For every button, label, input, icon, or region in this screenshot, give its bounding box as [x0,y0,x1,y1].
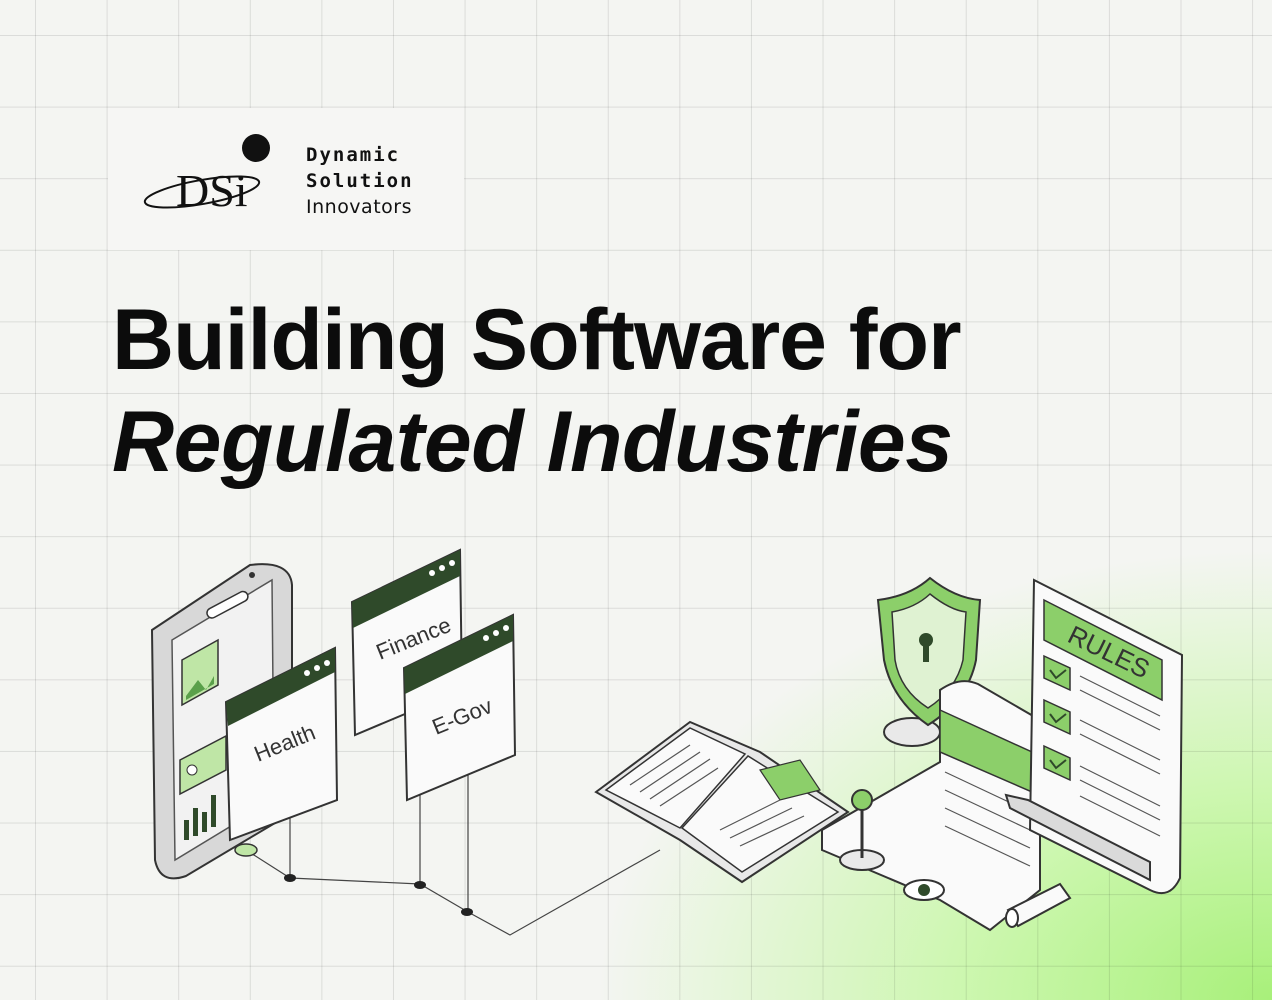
connector-node [234,843,258,857]
headline-line-2: Regulated Industries [112,394,953,490]
brand-name: Dynamic Solution Innovators [306,142,414,220]
brand-line-2: Solution [306,170,414,192]
rules-document-icon: RULES [1004,578,1184,894]
regulated-industries-illustration: Health Finance E-Gov [150,548,1184,936]
health-card: Health [224,646,339,842]
connector-node [284,874,296,882]
contact-card-icon [179,734,227,796]
brand-line-3: Innovators [306,196,412,218]
checkbox-icon [1043,698,1071,736]
headline-line-1: Building Software for [112,292,962,388]
bar-chart-icon [184,795,216,840]
brand-line-1: Dynamic [306,144,401,166]
connector-node [461,908,473,916]
dsi-logo-icon: DSi [143,134,270,216]
open-book-icon [594,720,850,884]
checkbox-icon [1043,654,1071,692]
connector-node [414,881,426,889]
image-icon [181,638,219,707]
logo-card [108,108,464,250]
stamp-lever-icon [839,789,885,871]
cylinder-icon [1005,882,1072,928]
checkbox-icon [1043,744,1071,782]
egov-card: E-Gov [402,613,517,802]
logo-monogram: DSi [176,165,248,216]
